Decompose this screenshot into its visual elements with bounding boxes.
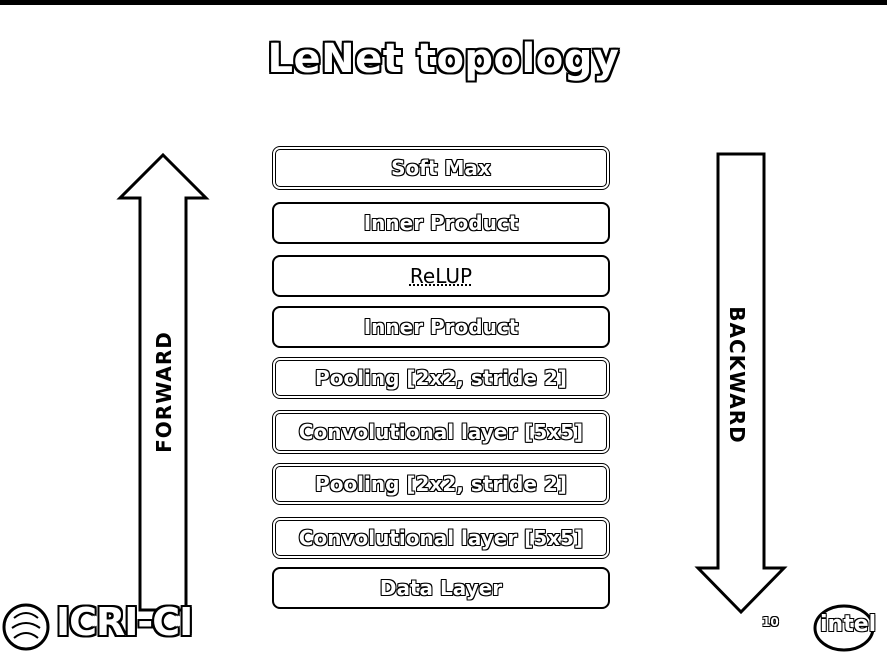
layer-label: Inner Product: [363, 211, 519, 235]
icri-emblem-icon: [2, 603, 50, 651]
backward-label: BACKWARD: [725, 306, 749, 444]
layer-relup: ReLUP: [272, 255, 610, 297]
layer-label: Convolutional layer [5x5]: [298, 526, 584, 550]
slide-title: LeNet topology: [267, 36, 620, 82]
forward-label: FORWARD: [152, 331, 176, 453]
layer-pooling-1: Pooling [2x2, stride 2]: [272, 463, 610, 505]
layer-convolutional-1: Convolutional layer [5x5]: [272, 517, 610, 559]
layer-convolutional-2: Convolutional layer [5x5]: [272, 410, 610, 454]
layer-softmax: Soft Max: [272, 146, 610, 190]
intel-logo-icon: [813, 604, 875, 652]
layer-label: Data Layer: [379, 576, 503, 600]
backward-arrow: [694, 152, 788, 615]
layer-label: Pooling [2x2, stride 2]: [315, 366, 567, 390]
layer-label: Convolutional layer [5x5]: [298, 420, 584, 444]
layer-pooling-2: Pooling [2x2, stride 2]: [272, 357, 610, 399]
layer-label: Soft Max: [391, 156, 491, 180]
slide-number: 10: [762, 615, 779, 629]
icri-ci-logo: ICRI-CI: [56, 600, 193, 644]
layer-label: Pooling [2x2, stride 2]: [315, 472, 567, 496]
layer-label: ReLUP: [409, 264, 473, 288]
top-rule: [0, 0, 887, 5]
layer-data: Data Layer: [272, 567, 610, 609]
layer-label: Inner Product: [363, 315, 519, 339]
intel-logo-text: intel: [820, 612, 877, 637]
forward-arrow: [116, 152, 210, 612]
layer-inner-product-2: Inner Product: [272, 202, 610, 244]
layer-inner-product-1: Inner Product: [272, 306, 610, 348]
